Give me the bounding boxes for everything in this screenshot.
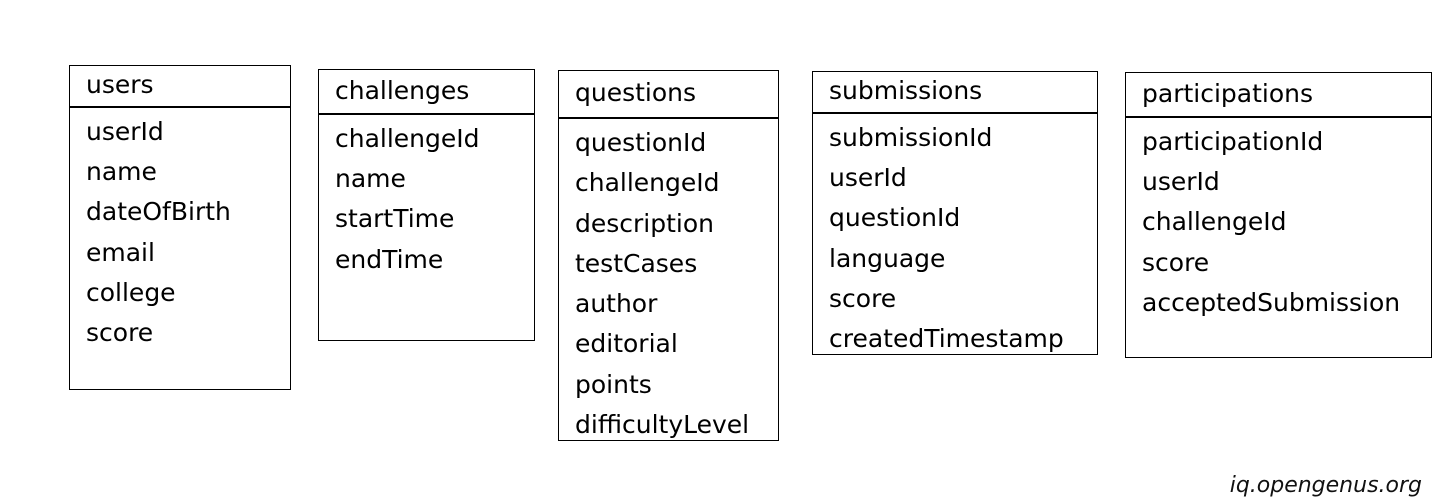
field: testCases <box>575 248 698 278</box>
field: questionId <box>829 203 961 233</box>
field: endTime <box>335 244 444 274</box>
field: dateOfBirth <box>86 197 231 227</box>
field: name <box>86 157 157 187</box>
field: points <box>575 369 652 399</box>
field: userId <box>829 163 907 193</box>
field: createdTimestamp <box>829 324 1064 354</box>
field: challengeId <box>575 168 720 198</box>
entity-title: participations <box>1126 73 1431 118</box>
field: language <box>829 243 946 273</box>
field: score <box>86 318 154 348</box>
field: questionId <box>575 128 707 157</box>
entity-title: submissions <box>813 72 1097 114</box>
field: participationId <box>1142 127 1324 156</box>
field: userId <box>86 117 164 146</box>
entity-participations: participations participationId userId ch… <box>1125 72 1432 358</box>
entity-challenges: challenges challengeId name startTime en… <box>318 69 535 341</box>
field: name <box>335 164 406 194</box>
entity-users: users userId name dateOfBirth email coll… <box>69 65 291 390</box>
entity-title: users <box>70 66 290 108</box>
field-list: participationId userId challengeId score… <box>1126 118 1431 323</box>
field: email <box>86 237 155 267</box>
field-list: submissionId userId questionId language … <box>813 114 1097 359</box>
field: startTime <box>335 204 455 234</box>
field: userId <box>1142 167 1220 197</box>
field: score <box>1142 247 1210 277</box>
entity-title: challenges <box>319 70 534 115</box>
field: author <box>575 289 658 319</box>
entity-submissions: submissions submissionId userId question… <box>812 71 1098 355</box>
field-list: userId name dateOfBirth email college sc… <box>70 108 290 353</box>
watermark-text: iq.opengenus.org <box>1229 473 1422 498</box>
entity-questions: questions questionId challengeId descrip… <box>558 70 779 441</box>
field: acceptedSubmission <box>1142 287 1401 317</box>
field: challengeId <box>335 124 480 153</box>
field: description <box>575 208 715 238</box>
field: submissionId <box>829 123 993 152</box>
field: editorial <box>575 329 678 359</box>
entity-title: questions <box>559 71 778 119</box>
field-list: challengeId name startTime endTime <box>319 115 534 280</box>
field: college <box>86 277 176 307</box>
field-list: questionId challengeId description testC… <box>559 119 778 445</box>
field: difficultyLevel <box>575 410 750 440</box>
field: score <box>829 283 897 313</box>
field: challengeId <box>1142 207 1287 237</box>
